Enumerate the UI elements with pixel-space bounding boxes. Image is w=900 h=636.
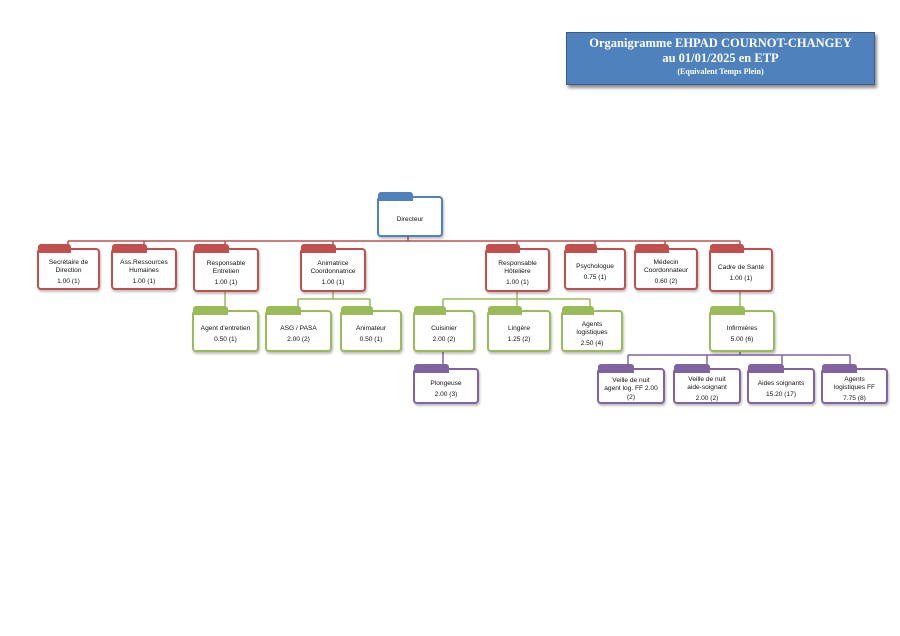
node-value: 1.00 (1) — [321, 278, 345, 286]
node-value: 1.00 (1) — [506, 278, 529, 286]
chart-title-box: Organigramme EHPAD COURNOT-CHANGEY au 01… — [566, 32, 875, 85]
node-rh: Ass.Ressources Humaines 1.00 (1) — [111, 244, 177, 290]
node-value: 2.50 (4) — [580, 339, 604, 347]
chart-subtitle: (Equivalent Temps Plein) — [677, 67, 764, 76]
chart-title: Organigramme EHPAD COURNOT-CHANGEY — [589, 36, 852, 50]
node-secretaire: Secrétaire de Direction 1.00 (1) — [37, 244, 100, 290]
node-agent-entretien: Agent d'entretien 0.50 (1) — [192, 306, 259, 352]
node-resp-entretien: Responsable Entretien 1.00 (1) — [193, 244, 259, 292]
node-directeur: Directeur — [377, 192, 443, 237]
node-label: Aides soignants — [757, 380, 805, 387]
node-value: 2.00 (3) — [434, 390, 458, 398]
node-label: Animatrice Coordonnatrice — [310, 259, 356, 276]
node-label: ASG / PASA — [280, 325, 317, 332]
node-value: 5.00 (6) — [730, 335, 754, 343]
node-value: 0.60 (2) — [654, 277, 678, 285]
node-animateur: Animateur 0.50 (1) — [340, 306, 402, 352]
node-value: 2.00 (2) — [287, 335, 310, 343]
node-value: 1.00 (1) — [214, 278, 238, 286]
node-value: 2.00 (2) — [695, 394, 719, 402]
node-value: 15.20 (17) — [765, 390, 797, 398]
node-label: Psychologue — [576, 263, 614, 270]
node-value: 1.00 (1) — [57, 277, 80, 285]
node-value: 0.50 (1) — [359, 335, 383, 343]
node-cadre-sante: Cadre de Santé 1.00 (1) — [709, 244, 773, 292]
node-label: Veille de nuit agent log. FF 2.00 (2) — [604, 376, 658, 401]
node-agents-logistiques: Agents logistiques 2.50 (4) — [561, 306, 623, 352]
node-value: 1.00 (1) — [132, 277, 156, 285]
node-label: Agents logistiques FF — [833, 375, 876, 392]
node-label: Médecin Coordonnateur — [644, 258, 688, 275]
node-value: 2.00 (2) — [432, 335, 456, 343]
node-infirmieres: Infirmières 5.00 (6) — [709, 306, 775, 352]
node-label: Lingère — [508, 325, 530, 332]
node-label: Secrétaire de Direction — [48, 258, 89, 275]
node-lingere: Lingère 1.25 (2) — [487, 306, 551, 352]
node-value: 7.75 (8) — [843, 394, 866, 402]
node-resp-hoteliere: Responsable Hôtelière 1.00 (1) — [485, 244, 550, 292]
node-aides-soignants: Aides soignants 15.20 (17) — [747, 364, 815, 404]
node-label: Responsable Entretien — [206, 259, 246, 276]
node-label: Ass.Ressources Humaines — [120, 258, 168, 275]
node-label: Cadre de Santé — [717, 264, 765, 271]
node-cuisinier: Cuisinier 2.00 (2) — [413, 306, 475, 352]
node-value: 1.00 (1) — [729, 274, 753, 282]
node-value: 0.75 (1) — [583, 273, 607, 281]
node-veille-agent: Veille de nuit agent log. FF 2.00 (2) — [597, 364, 665, 404]
node-label: Infirmières — [726, 325, 758, 332]
node-label: Cuisinier — [431, 325, 457, 332]
node-label: Agent d'entretien — [200, 325, 251, 332]
node-label: Responsable Hôtelière — [498, 259, 537, 276]
node-asg-pasa: ASG / PASA 2.00 (2) — [265, 306, 332, 352]
node-medecin: Médecin Coordonnateur 0.60 (2) — [634, 244, 698, 290]
node-label: Agents logistiques — [576, 320, 608, 337]
node-agents-logistiques-ff: Agents logistiques FF 7.75 (8) — [821, 364, 888, 404]
node-label: Animateur — [355, 325, 387, 332]
chart-date: au 01/01/2025 en ETP — [662, 51, 779, 65]
node-label: Veille de nuit aide-soignant — [687, 375, 727, 392]
node-value: 0.50 (1) — [214, 335, 237, 343]
node-animatrice: Animatrice Coordonnatrice 1.00 (1) — [300, 244, 366, 292]
node-psychologue: Psychologue 0.75 (1) — [564, 244, 626, 290]
node-value: 1.25 (2) — [507, 335, 531, 343]
node-label: Plongeuse — [430, 380, 462, 387]
node-plongeuse: Plongeuse 2.00 (3) — [413, 364, 479, 404]
node-label: Directeur — [396, 215, 424, 223]
node-veille-aide-soignant: Veille de nuit aide-soignant 2.00 (2) — [673, 364, 741, 404]
